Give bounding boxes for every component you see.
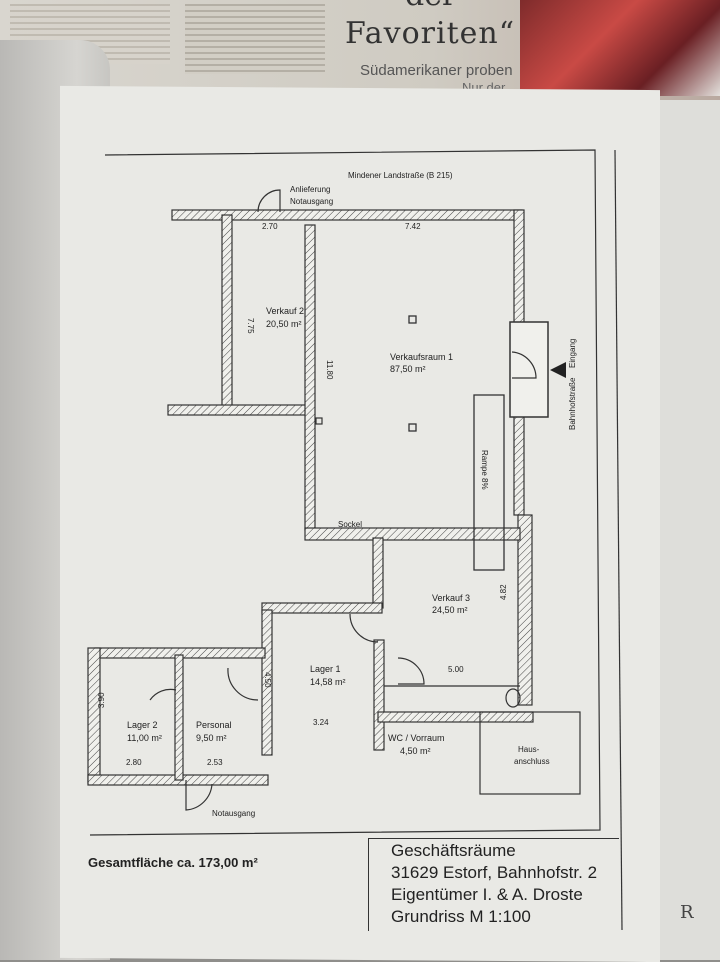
entrance-label: Eingang [568,339,577,368]
door-swing-entrance [511,351,537,379]
room-wc-area: 4,50 m² [400,746,431,756]
door-swing-delivery [257,189,281,213]
dim-lager2-height: 3.90 [97,692,106,708]
wall-lower-left-side [87,647,101,784]
room-personal-area: 9,50 m² [196,733,227,743]
wall-verkauf2-left [221,214,233,411]
wall-wc-bottom [377,711,534,723]
emergency-exit-top-label: Notausgang [290,197,333,206]
dim-main-height: 11.80 [325,360,334,380]
entrance-arrow-icon [550,362,566,378]
title-line-4: Grundriss M 1:100 [391,907,531,926]
wall-verkauf3-left [372,537,384,609]
title-block: Geschäftsräume 31629 Estorf, Bahnhofstr.… [368,838,619,931]
room-verkauf3-name: Verkauf 3 [432,593,470,603]
room-lager1-area: 14,58 m² [310,677,346,687]
wall-right-upper [513,209,525,331]
wall-lager1-top [261,602,383,614]
wall-haus-box [479,711,581,795]
dim-lager1-height: 4.50 [263,672,272,688]
right-page-letter: R [680,902,694,923]
plan-frame [89,149,601,836]
column-icon [315,417,323,425]
room-personal-name: Personal [196,720,232,730]
column-icon [408,315,417,324]
dim-top-left: 2.70 [262,222,278,231]
newspaper-headline-top: der [405,0,456,13]
sockel-label: Sockel [338,520,362,529]
street-top-label: Mindener Landstraße (B 215) [348,171,453,180]
door-swing-wc [397,657,425,685]
door-swing-personal [149,688,177,701]
door-swing-lager1 [349,613,379,643]
dim-wc-width: 5.00 [448,665,464,674]
wall-lager2-personal [174,654,184,781]
room-lager2-area: 11,00 m² [127,733,162,743]
column-icon [408,423,417,432]
emergency-exit-bottom-label: Notausgang [212,809,255,818]
room-lager2-name: Lager 2 [127,720,158,730]
newspaper-column-middle [185,4,325,74]
frame-right-line [614,149,623,931]
dim-lager2-width: 2.80 [126,758,142,767]
ramp [473,394,505,571]
toilet-icon [505,688,521,708]
room-verkaufsraum1-name: Verkaufsraum 1 [390,352,453,362]
title-line-1: Geschäftsräume [391,841,516,860]
room-lager1-name: Lager 1 [310,664,341,674]
wall-lager1-left [261,609,273,756]
room-verkaufsraum1-area: 87,50 m² [390,364,426,374]
dim-lager1-width: 3.24 [313,718,329,727]
newspaper-headline: Favoriten“ [345,16,516,51]
wall-right-mid [513,414,525,516]
hausanschluss-label-2: anschluss [514,757,550,766]
door-swing-lager1-left [227,667,259,701]
dim-verkauf3-height: 4.82 [499,584,508,600]
newspaper-subline: Südamerikaner proben [360,62,513,79]
wall-main-left [304,224,316,531]
room-wc-name: WC / Vorraum [388,733,445,743]
delivery-label: Anlieferung [290,185,330,194]
title-line-3: Eigentümer I. & A. Droste [391,885,583,904]
wall-sockel-bottom [304,527,521,541]
dim-verkauf2-height: 7.75 [246,318,255,334]
dim-personal-width: 2.53 [207,758,223,767]
dim-top-right: 7.42 [405,222,421,231]
total-area: Gesamtfläche ca. 173,00 m² [88,855,258,870]
wall-lager1-right [373,639,385,751]
wall-right-lower [517,514,533,706]
room-verkauf2-name: Verkauf 2 [266,306,304,316]
room-verkauf3-area: 24,50 m² [432,605,468,615]
ramp-label: Rampe 8% [480,450,489,490]
hausanschluss-label-1: Haus- [518,745,540,754]
title-line-2: 31629 Estorf, Bahnhofstr. 2 [391,863,598,882]
street-right-label: Bahnhofstraße [568,377,577,430]
newspaper-background: der Favoriten“ Südamerikaner proben Nur … [0,0,720,100]
entrance-vestibule [509,321,549,418]
wall-verkauf2-bottom [167,404,309,416]
room-verkauf2-area: 20,50 m² [266,319,302,329]
door-swing-exit [185,780,213,811]
newspaper-photo [520,0,720,96]
